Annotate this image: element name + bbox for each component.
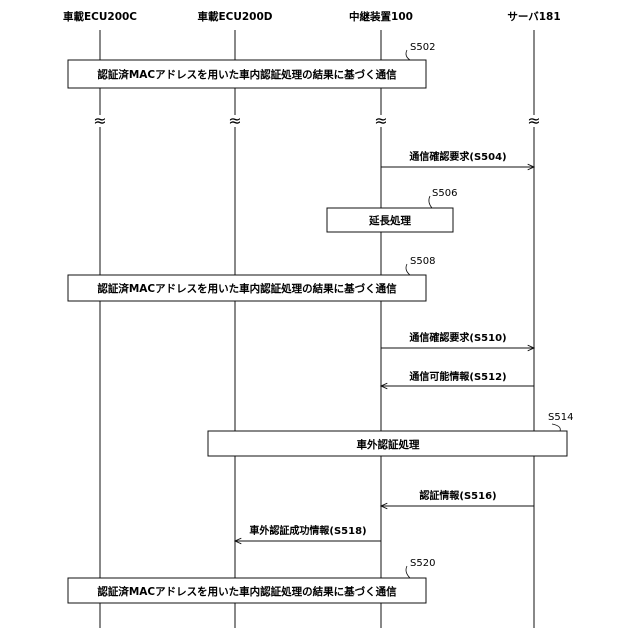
comm-box-s508-text: 認証済MACアドレスを用いた車内認証処理の結果に基づく通信	[97, 282, 397, 295]
step-label-s506: S506	[432, 188, 457, 199]
message-s516-label: 認証情報(S516)	[419, 489, 496, 502]
step-label-s502: S502	[410, 42, 435, 53]
lifelines	[100, 30, 534, 628]
participant-server-181: サーバ181	[507, 11, 560, 23]
break-mark-ecu-200c: ≈	[93, 111, 106, 130]
break-mark-relay-100: ≈	[374, 111, 387, 130]
break-mark-ecu-200d: ≈	[228, 111, 241, 130]
step-label-s514: S514	[548, 412, 573, 423]
step-leader-s514	[552, 424, 560, 431]
participant-ecu-200d: 車載ECU200D	[197, 10, 272, 23]
message-s504-label: 通信確認要求(S504)	[409, 150, 506, 163]
comm-box-s520-text: 認証済MACアドレスを用いた車内認証処理の結果に基づく通信	[97, 585, 397, 598]
message-s518-label: 車外認証成功情報(S518)	[249, 524, 366, 537]
participant-relay-100: 中継装置100	[349, 10, 413, 23]
process-box-s506-text: 延長処理	[368, 214, 411, 227]
participant-ecu-200c: 車載ECU200C	[63, 10, 137, 23]
message-s510-label: 通信確認要求(S510)	[409, 331, 506, 344]
break-mark-server-181: ≈	[527, 111, 540, 130]
break-marks: ≈ ≈ ≈ ≈	[90, 111, 544, 130]
comm-box-s502-text: 認証済MACアドレスを用いた車内認証処理の結果に基づく通信	[97, 68, 397, 81]
process-box-s514-text: 車外認証処理	[357, 438, 420, 451]
step-label-s508: S508	[410, 256, 435, 267]
step-label-s520: S520	[410, 558, 435, 569]
message-s512-label: 通信可能情報(S512)	[409, 370, 506, 383]
